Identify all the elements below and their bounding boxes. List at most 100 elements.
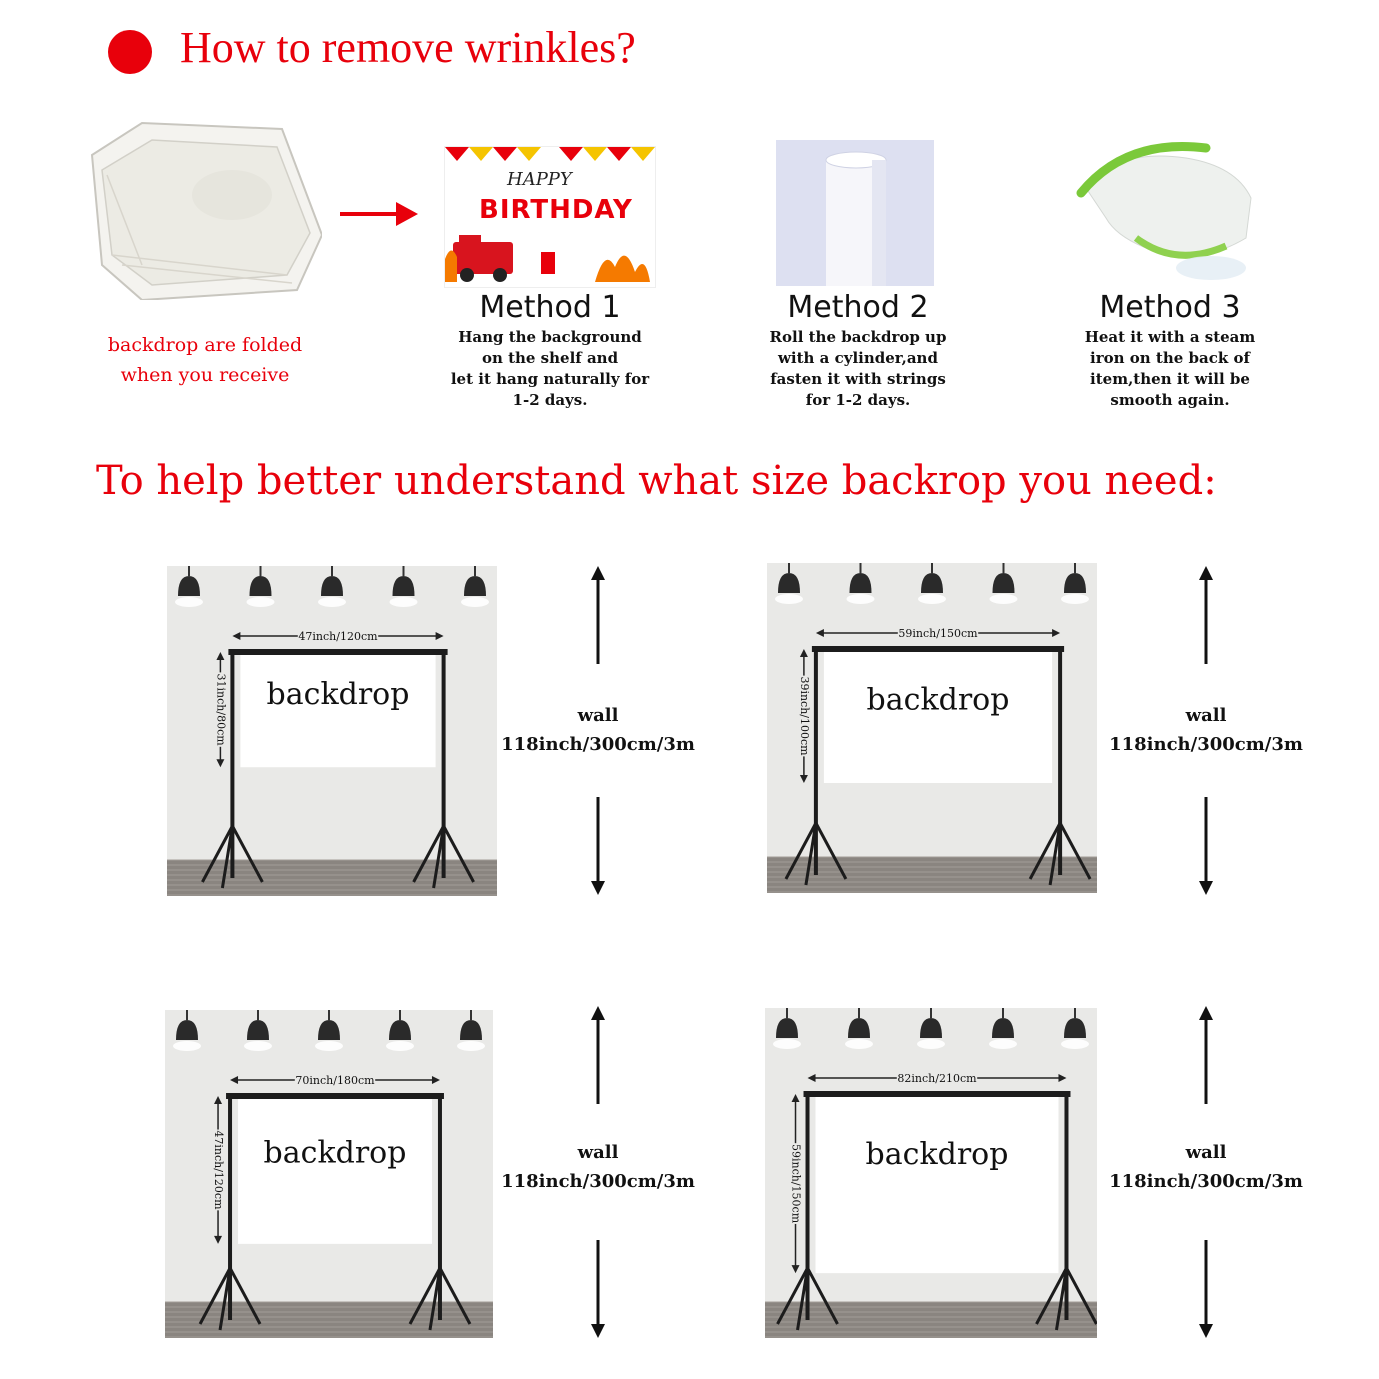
- backdrop-label: backdrop: [264, 1136, 407, 1171]
- light-stand: [784, 649, 848, 886]
- arrow-left-icon: [815, 629, 824, 637]
- lamp-icon: [1061, 1008, 1089, 1049]
- wall-height-text: wall 118inch/300cm/3m: [1096, 705, 1316, 755]
- lamp-icon: [461, 566, 489, 607]
- arrow-down-icon: [591, 881, 605, 895]
- lamp-icon: [989, 563, 1018, 604]
- size-section-heading: To help better understand what size back…: [96, 458, 1217, 504]
- backdrop-sheet: [238, 1096, 432, 1244]
- wall-height-arrow: [1199, 566, 1213, 895]
- steam-iron-image: [1076, 141, 1252, 280]
- folded-caption-line2: when you receive: [120, 364, 290, 386]
- folded-caption: backdrop are folded when you receive: [80, 330, 330, 390]
- lamp-icon: [318, 566, 346, 607]
- method-2-line: with a cylinder,and: [778, 349, 938, 367]
- method-3-line: iron on the back of: [1090, 349, 1250, 367]
- crossbar: [228, 649, 448, 655]
- arrow-right-icon: [1052, 629, 1061, 637]
- arrow-right-icon: [1058, 1074, 1067, 1082]
- method-2-desc: Roll the backdrop up with a cylinder,and…: [748, 327, 968, 411]
- arrow-left-icon: [230, 1076, 239, 1084]
- wall-height-arrow: [1199, 1006, 1213, 1338]
- arrow-up-icon: [214, 1096, 223, 1104]
- wall-size: 118inch/300cm/3m: [1109, 734, 1303, 755]
- lamp-icon: [173, 1010, 201, 1051]
- method-1-line: 1-2 days.: [512, 391, 588, 409]
- lamp-icon: [457, 1010, 485, 1051]
- lamp-icon: [315, 1010, 343, 1051]
- arrow-down-icon: [214, 1235, 223, 1244]
- lamp-icon: [175, 566, 203, 607]
- width-label: 59inch/150cm: [898, 627, 978, 640]
- arrow-up-icon: [799, 649, 808, 657]
- wall-word: wall: [577, 705, 619, 726]
- method-3-desc: Heat it with a steam iron on the back of…: [1060, 327, 1280, 411]
- wall-size: 118inch/300cm/3m: [1109, 1171, 1303, 1192]
- light-stand: [198, 1096, 262, 1331]
- crossbar: [226, 1093, 444, 1099]
- lamp-icon: [389, 566, 418, 607]
- height-label: 31inch/80cm: [214, 674, 227, 747]
- red-bullet-dot: [108, 30, 152, 74]
- method-3-line: item,then it will be: [1090, 370, 1250, 388]
- arrow-up-icon: [591, 566, 605, 580]
- lamp-icon: [775, 563, 803, 604]
- backdrop-sheet: [823, 649, 1053, 783]
- arrow-left-icon: [807, 1074, 816, 1082]
- lamp-icon: [917, 1008, 945, 1049]
- method-2-line: for 1-2 days.: [805, 391, 911, 409]
- arrow-down-icon: [791, 1265, 800, 1274]
- backdrop-sheet: [815, 1094, 1059, 1274]
- lamp-icon: [244, 1010, 272, 1051]
- arrow-up-icon: [216, 652, 225, 660]
- arrow-down-icon: [1199, 1324, 1213, 1338]
- method-3-block: Method 3 Heat it with a steam iron on th…: [1060, 290, 1280, 411]
- arrow-down-icon: [591, 1324, 605, 1338]
- lamp-icon: [246, 566, 275, 607]
- method-2-block: Method 2 Roll the backdrop up with a cyl…: [748, 290, 968, 411]
- method-2-line: fasten it with strings: [770, 370, 946, 388]
- arrow-right-icon: [431, 1076, 440, 1084]
- lamp-icon: [1061, 563, 1089, 604]
- page-title: How to remove wrinkles?: [180, 23, 636, 72]
- arrow-down-icon: [1199, 881, 1213, 895]
- height-label: 59inch/150cm: [790, 1144, 803, 1224]
- light-stand: [408, 1096, 472, 1331]
- lamp-icon: [845, 1008, 873, 1049]
- wall-size: 118inch/300cm/3m: [501, 1171, 695, 1192]
- wall-height-arrow: [591, 566, 605, 895]
- red-arrow-icon: [340, 202, 418, 226]
- banner-happy-text: HAPPY: [507, 169, 572, 190]
- crossbar: [803, 1091, 1071, 1097]
- wall-word: wall: [1185, 705, 1227, 726]
- method-1-line: on the shelf and: [481, 349, 619, 367]
- backdrop-label: backdrop: [866, 1137, 1009, 1172]
- lamp-icon: [773, 1008, 801, 1049]
- arrow-down-icon: [799, 775, 808, 783]
- light-stand: [201, 652, 264, 889]
- lamp-icon: [386, 1010, 414, 1051]
- folded-caption-line1: backdrop are folded: [107, 334, 303, 356]
- method-3-line: Heat it with a steam: [1084, 328, 1256, 346]
- method-3-line: smooth again.: [1110, 391, 1230, 409]
- lamp-icon: [846, 563, 875, 604]
- cylinder-roll-image: [776, 140, 934, 286]
- height-label: 47inch/120cm: [212, 1130, 225, 1210]
- light-stand: [412, 652, 475, 889]
- light-stand: [1035, 1094, 1097, 1331]
- crossbar: [811, 646, 1065, 652]
- light-stand: [1028, 649, 1092, 886]
- width-label: 47inch/120cm: [298, 630, 378, 643]
- birthday-banner-art: [445, 147, 655, 282]
- method-1-block: Method 1 Hang the background on the shel…: [440, 290, 660, 411]
- method-2-title: Method 2: [787, 290, 929, 325]
- wall-height-arrow: [591, 1006, 605, 1338]
- method-1-line: let it hang naturally for: [450, 370, 650, 388]
- arrow-up-icon: [1199, 566, 1213, 580]
- birthday-banner-image: HAPPY BIRTHDAY: [444, 146, 656, 288]
- arrow-up-icon: [791, 1094, 800, 1102]
- method-1-line: Hang the background: [458, 328, 642, 346]
